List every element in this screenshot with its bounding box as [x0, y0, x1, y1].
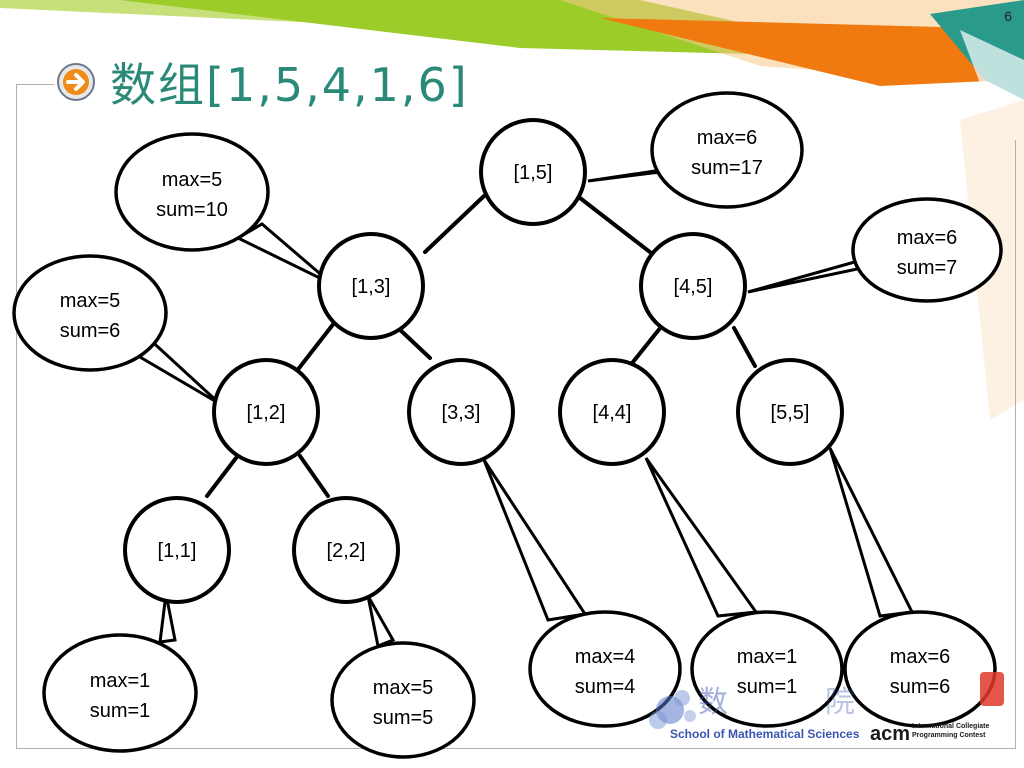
callout-max: max=5 [162, 169, 223, 191]
tree-node-n55: [5,5] [736, 358, 844, 466]
callout-max: max=6 [890, 646, 951, 668]
school-label: School of Mathematical Sciences [670, 727, 860, 741]
callout-max: max=4 [575, 646, 636, 668]
callout-tail [482, 459, 588, 622]
callout-sum: sum=7 [897, 257, 958, 279]
callout-max: max=6 [697, 127, 758, 149]
tree-node-circle [736, 358, 844, 466]
callout-sum: sum=4 [575, 676, 636, 698]
tree-node-circle [292, 496, 400, 604]
tree-node-circle [639, 232, 747, 340]
callout-tail [234, 222, 333, 286]
callout-tail [644, 457, 759, 618]
tree-edge [294, 316, 340, 374]
callout-max: max=6 [897, 227, 958, 249]
callout-fill [855, 201, 999, 299]
tree-node-label: [1,2] [247, 402, 286, 424]
tree-node-n22: [2,2] [292, 496, 400, 604]
callout-fill [118, 136, 266, 248]
svg-text:数: 数 [698, 686, 728, 719]
callout-sum: sum=6 [60, 320, 121, 342]
tree-node-n45: [4,5] [639, 232, 747, 340]
tree-node-n13: [1,3] [317, 232, 425, 340]
callout-max: max=5 [373, 677, 434, 699]
callout-fill [847, 614, 993, 724]
icpc-line1: International Collegiate [912, 723, 990, 730]
callout-fill [532, 614, 678, 724]
tree-node-label: [1,3] [352, 276, 391, 298]
title-bar: 数组[1,5,4,1,6] [56, 50, 469, 114]
callout-tail [366, 595, 396, 649]
callout-max: max=1 [90, 670, 151, 692]
callout-sum: sum=17 [691, 157, 763, 179]
callout-fill [694, 614, 840, 724]
tree-node-n12: [1,2] [212, 358, 320, 466]
orange-stripe [600, 18, 1010, 86]
callout-tail [158, 593, 177, 644]
tree-edge [578, 196, 657, 258]
callout-max: max=1 [737, 646, 798, 668]
callout-sum: sum=10 [156, 199, 228, 221]
tree-node-circle [123, 496, 231, 604]
callout-tail [828, 447, 915, 618]
acm-label: acm [870, 723, 910, 745]
tree-node-label: [1,1] [158, 540, 197, 562]
tree-node-n44: [4,4] [558, 358, 666, 466]
tree-edge [394, 324, 432, 360]
frame-left [16, 84, 17, 748]
tree-node-label: [1,5] [514, 162, 553, 184]
tree-node-circle [317, 232, 425, 340]
page-number: 6 [1004, 8, 1012, 24]
footer-logos: 数 院 School of Mathematical Sciences acm … [649, 672, 1004, 745]
tree-edge [205, 456, 238, 498]
school-logo-icon: 数 院 [649, 686, 855, 729]
callout-max: max=5 [60, 290, 121, 312]
callout-fill [46, 637, 194, 749]
tree-node-n15: [1,5] [479, 118, 587, 226]
tree-edge [423, 194, 486, 254]
tree-node-label: [3,3] [442, 402, 481, 424]
tree-edge [732, 326, 757, 368]
callout-sum: sum=1 [737, 676, 798, 698]
callout-sum: sum=1 [90, 700, 151, 722]
frame-bottom [16, 748, 1016, 749]
tree-node-label: [4,5] [674, 276, 713, 298]
tree-node-circle [479, 118, 587, 226]
page-title: 数组[1,5,4,1,6] [110, 58, 469, 112]
callout-sum: sum=6 [890, 676, 951, 698]
tree-node-n33: [3,3] [407, 358, 515, 466]
tree-edge [298, 454, 330, 498]
svg-text:院: 院 [825, 686, 855, 719]
tree-node-circle [212, 358, 320, 466]
callout-fill [334, 645, 472, 755]
frame-right [1015, 140, 1016, 748]
arrow-bullet-icon [57, 63, 95, 101]
tree-node-label: [2,2] [327, 540, 366, 562]
tree-node-label: [5,5] [771, 402, 810, 424]
tree-node-circle [558, 358, 666, 466]
frame-top-left [16, 84, 54, 85]
tree-node-label: [4,4] [593, 402, 632, 424]
callout-sum: sum=5 [373, 707, 434, 729]
tree-node-circle [407, 358, 515, 466]
callout-fill [16, 258, 164, 368]
tree-node-n11: [1,1] [123, 496, 231, 604]
red-badge-icon [980, 672, 1004, 706]
callout-fill [654, 95, 800, 205]
icpc-line2: Programming Contest [912, 732, 986, 739]
